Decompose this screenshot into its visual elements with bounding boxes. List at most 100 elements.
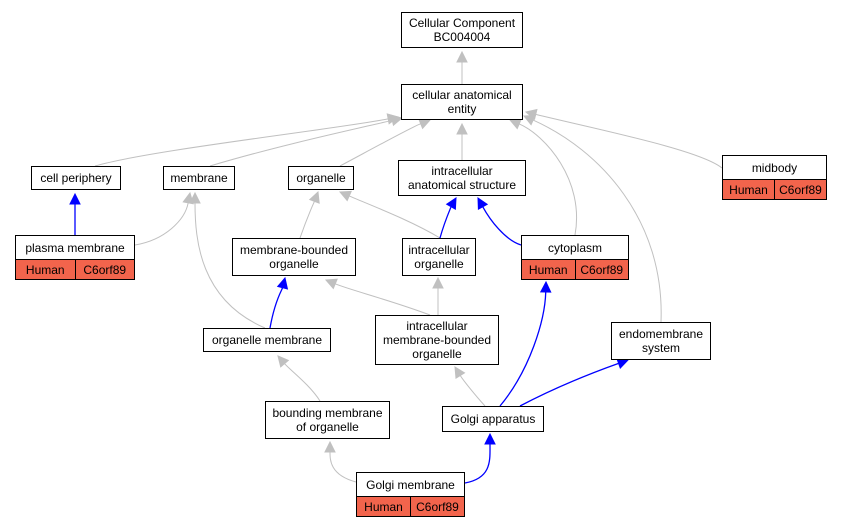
- edge-midbody-to-cae: [535, 113, 723, 169]
- node-label-line: organelle: [269, 257, 319, 271]
- edge-golgi-apparatus-to-imbo: [459, 375, 486, 407]
- edge-arrowhead: [484, 432, 496, 445]
- gene-tag: C6orf89: [74, 260, 134, 279]
- edge-arrowhead: [276, 276, 289, 290]
- edge-membrane-to-cae: [209, 119, 393, 167]
- node-label-line: membrane-bounded: [239, 243, 349, 257]
- edge-golgi-apparatus-to-endomembrane: [519, 362, 619, 407]
- node-label: Golgi membrane: [357, 473, 464, 496]
- node-label-line: midbody: [751, 160, 798, 175]
- edge-mbo-to-organelle: [299, 200, 315, 239]
- edge-arrowhead: [445, 197, 457, 210]
- node-label-line: intracellular: [431, 164, 493, 178]
- edge-intracellular-org-to-intracellular-anat: [439, 206, 452, 239]
- node-label-line: intracellular: [408, 243, 470, 257]
- edge-bounding-membrane-to-organelle-membrane: [284, 363, 321, 402]
- edge-arrowhead: [456, 122, 468, 135]
- edge-arrowhead: [338, 190, 352, 202]
- edge-cytoplasm-to-intracellular-anat: [482, 206, 522, 246]
- edge-arrowhead: [456, 50, 468, 63]
- edge-golgi-membrane-to-bounding-membrane: [329, 451, 357, 483]
- node-label: organelle: [289, 167, 353, 189]
- species-tag: Human: [16, 260, 75, 279]
- node-label-line: Golgi apparatus: [450, 412, 536, 426]
- species-tag: Human: [357, 497, 410, 516]
- node-label-line: membrane: [170, 171, 228, 185]
- node-label-line: Golgi membrane: [366, 477, 455, 492]
- node-label-line: Cellular Component: [408, 16, 516, 30]
- node-organelle[interactable]: organelle: [288, 166, 354, 190]
- edge-arrowhead: [432, 276, 444, 289]
- edge-arrowhead: [539, 280, 552, 293]
- edge-arrowhead: [308, 190, 320, 204]
- node-label-line: organelle membrane: [211, 333, 323, 347]
- edge-arrowhead: [324, 278, 338, 290]
- edge-golgi-membrane-to-golgi-apparatus: [464, 443, 491, 484]
- node-label-line: anatomical structure: [407, 178, 517, 192]
- edge-intracellular-org-to-organelle: [348, 195, 441, 239]
- node-label-line: organelle: [412, 347, 462, 361]
- edge-imbo-to-mbo: [335, 283, 431, 316]
- node-label-line: plasma membrane: [25, 240, 125, 255]
- species-tag: Human: [522, 260, 575, 279]
- edge-arrowhead: [69, 192, 81, 205]
- node-label: plasma membrane: [16, 236, 134, 259]
- node-label-line: of organelle: [296, 420, 359, 434]
- edge-arrowhead: [324, 440, 336, 453]
- edge-arrowhead: [418, 118, 432, 130]
- node-label-line: endomembrane: [618, 327, 704, 341]
- node-organelle-membrane[interactable]: organelle membrane: [203, 328, 331, 352]
- edge-endomembrane-to-cae: [532, 119, 662, 323]
- edge-arrowhead: [390, 114, 404, 127]
- node-label: membrane: [164, 167, 234, 189]
- edge-arrowhead: [522, 114, 536, 126]
- node-label-line: BC004004: [433, 30, 491, 44]
- edge-arrowhead: [189, 191, 201, 204]
- edge-arrowhead: [508, 118, 522, 130]
- edge-arrowhead: [477, 197, 489, 210]
- node-label-line: system: [641, 341, 680, 355]
- node-label-line: cytoplasm: [547, 240, 603, 255]
- node-cell-periphery[interactable]: cell periphery: [31, 166, 121, 190]
- node-label-line: cellular anatomical: [412, 88, 512, 102]
- edge-cell-periphery-to-cae: [94, 118, 389, 167]
- node-membrane[interactable]: membrane: [163, 166, 235, 190]
- node-label-line: entity: [447, 102, 477, 116]
- edge-organelle-to-cae: [339, 123, 421, 167]
- node-label-line: intracellular: [406, 319, 468, 333]
- node-label-line: cell periphery: [40, 171, 112, 185]
- edge-arrowhead: [616, 358, 630, 370]
- edge-organelle-membrane-to-mbo: [269, 287, 284, 329]
- node-label: Golgi apparatus: [443, 407, 543, 431]
- edge-cytoplasm-to-cae: [518, 123, 577, 236]
- node-label: organelle membrane: [204, 329, 330, 351]
- gene-tag: C6orf89: [574, 260, 628, 279]
- node-golgi-apparatus[interactable]: Golgi apparatus: [442, 406, 544, 432]
- edge-arrowhead: [277, 355, 290, 368]
- species-tag: Human: [723, 180, 774, 199]
